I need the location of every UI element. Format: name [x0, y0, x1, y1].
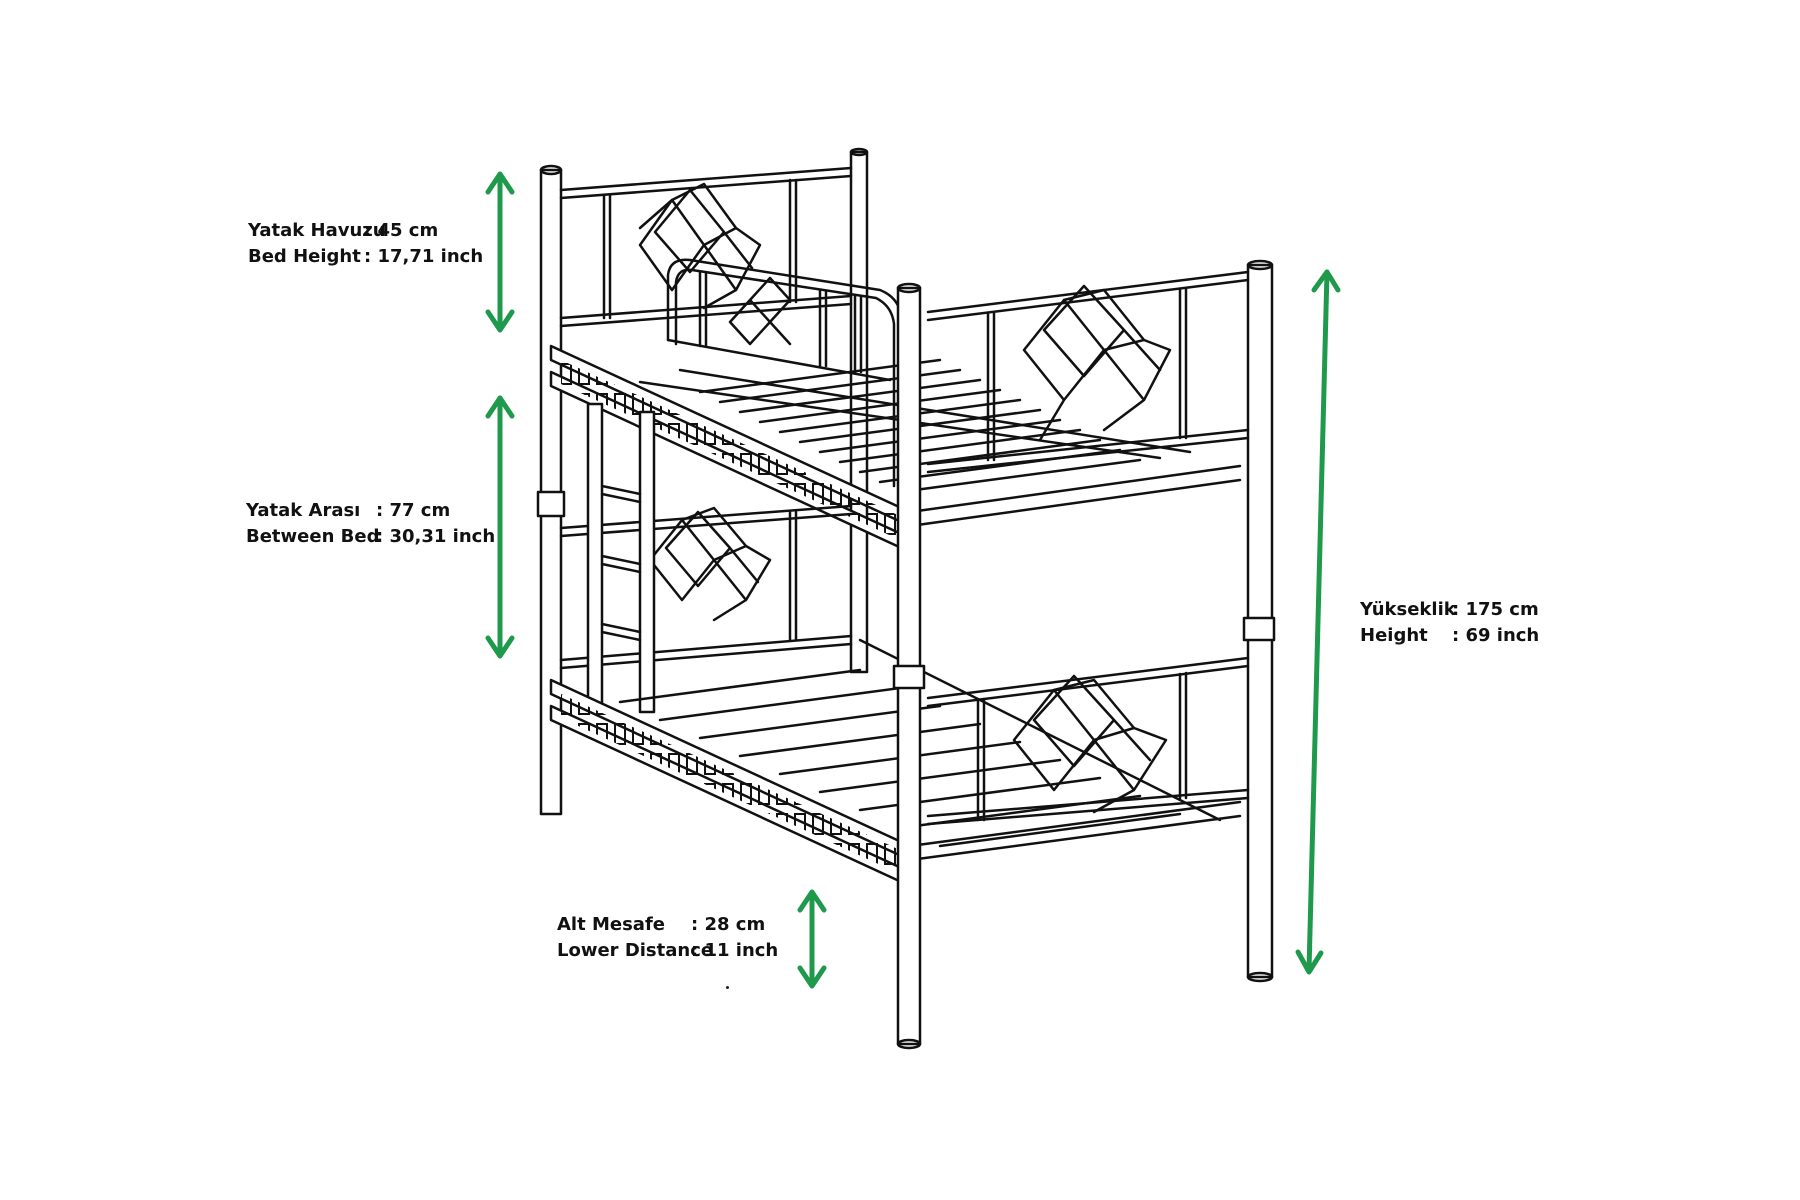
bed-height-tr-label: Yatak Havuzu [248, 220, 386, 241]
upper-guard-rail [666, 258, 904, 492]
between-bed-label: Yatak Arası : 77 cm Between Bed: 30,31 in… [246, 498, 495, 550]
lower-distance-tr-label: Alt Mesafe [557, 914, 665, 935]
total-height-tr-label: Yükseklik [1360, 599, 1456, 620]
total-height-arrow [1295, 269, 1341, 975]
total-height-tr-value: : 175 cm [1452, 599, 1539, 620]
between-bed-en-label: Between Bed [246, 526, 380, 547]
total-height-en-value: : 69 inch [1452, 625, 1540, 646]
lower-distance-en-value: : 11 inch [691, 940, 779, 961]
bed-height-label: Yatak Havuzu: 45 cm Bed Height: 17,71 in… [248, 218, 483, 270]
bed-height-tr-value: : 45 cm [364, 220, 439, 241]
lower-footboard [926, 656, 1250, 826]
bed-height-en-value: : 17,71 inch [364, 246, 484, 267]
lower-headboard [559, 504, 853, 670]
lower-distance-tr-value: : 28 cm [691, 914, 766, 935]
between-bed-en-value: : 30,31 inch [376, 526, 496, 547]
bed-height-arrow [485, 171, 515, 333]
post-front-right [1242, 259, 1276, 983]
dimension-arrows [485, 171, 1341, 989]
post-back-right [849, 147, 869, 674]
ladder [586, 402, 656, 714]
between-bed-arrow [485, 395, 515, 659]
total-height-en-label: Height [1360, 625, 1428, 646]
lower-distance-label: Alt Mesafe : 28 cm Lower Distance: 11 inc… [557, 912, 778, 964]
stray-dot [726, 986, 729, 989]
total-height-label: Yükseklik: 175 cm Height : 69 inch [1360, 597, 1539, 649]
between-bed-tr-value: : 77 cm [376, 500, 451, 521]
bed-height-en-label: Bed Height [248, 246, 361, 267]
lower-distance-en-label: Lower Distance [557, 940, 714, 961]
lower-distance-arrow [797, 889, 827, 989]
post-front-left [892, 282, 926, 1050]
between-bed-tr-label: Yatak Arası [246, 500, 361, 521]
post-back-left [536, 164, 566, 816]
bunk-bed-line-drawing [536, 147, 1276, 1050]
